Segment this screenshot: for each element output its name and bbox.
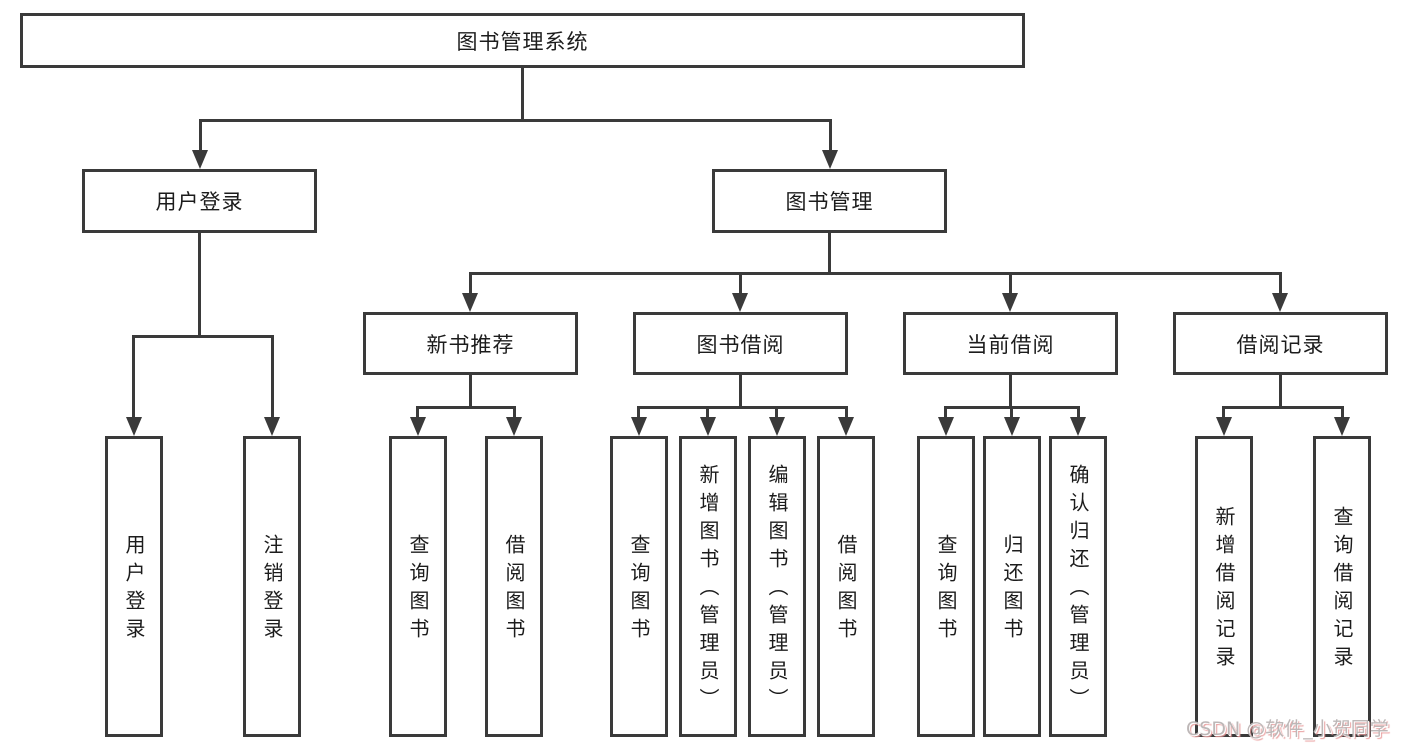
node-borrowing-records: 借阅记录 <box>1173 312 1388 375</box>
arrow-down-icon <box>732 293 748 312</box>
csdn-watermark: CSDN @软件_小贺同学 <box>1186 718 1389 740</box>
leaf-rec-query-books: 查询图书 <box>389 436 447 737</box>
connector-line <box>132 335 274 338</box>
leaf-cb-confirm-return-admin: 确认归还（管理员） <box>1049 436 1107 737</box>
connector-line <box>1222 406 1344 409</box>
arrow-down-icon <box>938 417 954 436</box>
connector-line <box>775 406 778 420</box>
leaf-bb-add-books-admin: 新增图书（管理员） <box>679 436 737 737</box>
arrow-down-icon <box>1004 417 1020 436</box>
arrow-down-icon <box>631 417 647 436</box>
connector-line <box>1010 406 1013 420</box>
connector-line <box>199 119 202 152</box>
arrow-down-icon <box>1216 417 1232 436</box>
connector-line <box>198 233 201 337</box>
arrow-down-icon <box>264 417 280 436</box>
arrow-down-icon <box>700 417 716 436</box>
leaf-bb-edit-books-admin: 编辑图书（管理员） <box>748 436 806 737</box>
leaf-cb-query-books: 查询图书 <box>917 436 975 737</box>
arrow-down-icon <box>1070 417 1086 436</box>
leaf-user-login: 用户登录 <box>105 436 163 737</box>
node-root-library-management-system: 图书管理系统 <box>20 13 1025 68</box>
arrow-down-icon <box>410 417 426 436</box>
arrow-down-icon <box>822 150 838 169</box>
connector-line <box>469 272 1282 275</box>
arrow-down-icon <box>1272 293 1288 312</box>
node-current-borrowing: 当前借阅 <box>903 312 1118 375</box>
connector-line <box>416 406 419 420</box>
arrow-down-icon <box>1334 417 1350 436</box>
connector-line <box>828 233 831 275</box>
connector-line <box>469 272 472 296</box>
connector-line <box>199 119 831 122</box>
leaf-rec-borrow-books: 借阅图书 <box>485 436 543 737</box>
connector-line <box>1222 406 1225 420</box>
connector-line <box>271 335 274 421</box>
connector-line <box>1009 272 1012 296</box>
connector-line <box>845 406 848 420</box>
leaf-cb-return-books: 归还图书 <box>983 436 1041 737</box>
connector-line <box>469 375 472 409</box>
arrow-down-icon <box>462 293 478 312</box>
connector-line <box>132 335 135 421</box>
node-book-borrowing: 图书借阅 <box>633 312 848 375</box>
leaf-bb-borrow-books: 借阅图书 <box>817 436 875 737</box>
connector-line <box>1341 406 1344 420</box>
connector-line <box>706 406 709 420</box>
connector-line <box>1009 375 1012 409</box>
connector-line <box>739 272 742 296</box>
connector-line <box>1279 272 1282 296</box>
arrow-down-icon <box>838 417 854 436</box>
connector-line <box>1279 375 1282 409</box>
arrow-down-icon <box>192 150 208 169</box>
arrow-down-icon <box>506 417 522 436</box>
leaf-bb-query-books: 查询图书 <box>610 436 668 737</box>
arrow-down-icon <box>769 417 785 436</box>
node-user-login: 用户登录 <box>82 169 317 233</box>
connector-line <box>521 68 524 122</box>
leaf-br-add-record: 新增借阅记录 <box>1195 436 1253 737</box>
connector-line <box>637 406 640 420</box>
connector-line <box>739 375 742 409</box>
arrow-down-icon <box>126 417 142 436</box>
connector-line <box>513 406 516 420</box>
node-new-book-recommendation: 新书推荐 <box>363 312 578 375</box>
connector-line <box>1077 406 1080 420</box>
node-book-management: 图书管理 <box>712 169 947 233</box>
connector-line <box>637 406 848 409</box>
arrow-down-icon <box>1002 293 1018 312</box>
leaf-logout: 注销登录 <box>243 436 301 737</box>
connector-line <box>416 406 516 409</box>
connector-line <box>944 406 947 420</box>
connector-line <box>829 119 832 152</box>
leaf-br-query-record: 查询借阅记录 <box>1313 436 1371 737</box>
